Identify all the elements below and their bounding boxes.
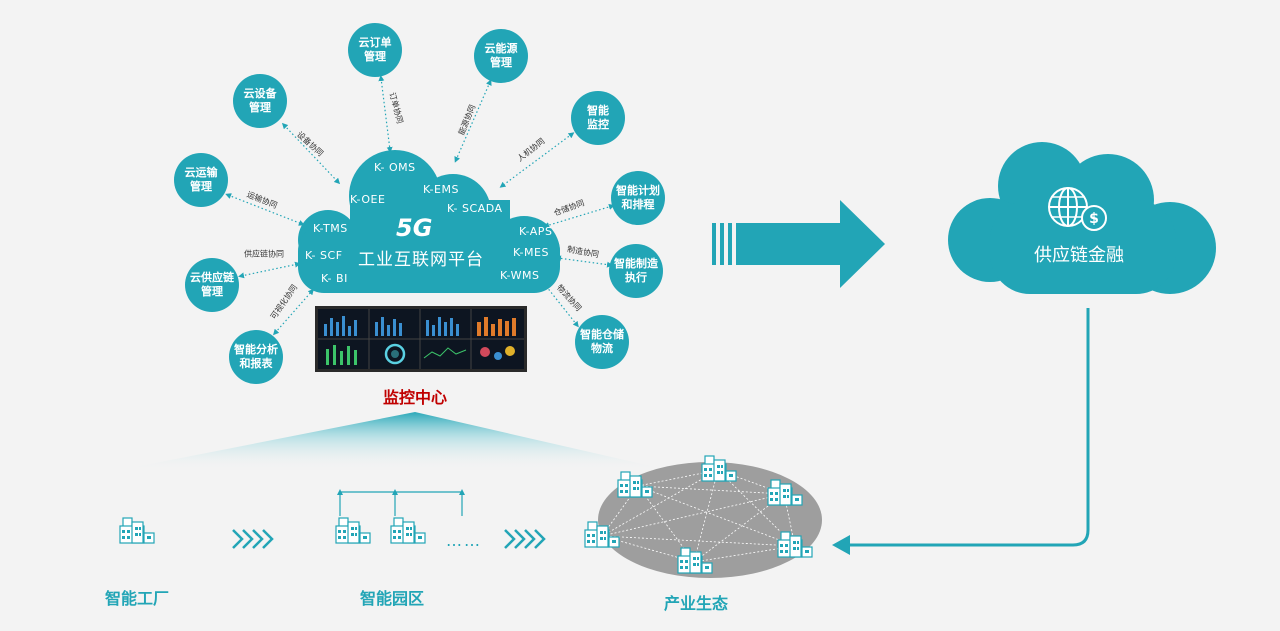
service-node-label: 云设备 管理 — [243, 87, 277, 114]
platform-module: K- BI — [321, 272, 348, 285]
return-arrow-head — [832, 535, 850, 555]
collaboration-edge — [378, 75, 393, 153]
collaboration-edge — [273, 288, 314, 336]
service-node: 智能计划 和排程 — [611, 171, 665, 225]
service-node-label: 智能制造 执行 — [614, 257, 658, 284]
park-building-1-icon — [335, 517, 371, 544]
park-building-2-icon — [390, 517, 426, 544]
5g-badge: 5G — [396, 214, 433, 242]
collaboration-edge — [544, 283, 579, 328]
chevrons-right — [504, 529, 546, 549]
service-node: 云能源 管理 — [474, 29, 528, 83]
platform-module: K- SCADA — [447, 202, 503, 215]
globe-dollar-icon: $ — [1048, 187, 1107, 231]
service-node-label: 云供应链 管理 — [190, 271, 234, 298]
big-right-arrow — [712, 200, 885, 288]
service-node: 智能分析 和报表 — [229, 330, 283, 384]
ellipsis: …… — [446, 531, 482, 550]
collaboration-edge — [281, 122, 341, 185]
platform-module: K-WMS — [500, 269, 540, 282]
collaboration-edges — [225, 75, 615, 336]
service-node-label: 云运输 管理 — [184, 166, 218, 193]
collaboration-edge — [225, 193, 305, 226]
platform-module: K-EMS — [423, 183, 459, 196]
ecosystem-connection — [692, 493, 786, 563]
service-node-label: 智能计划 和排程 — [616, 184, 660, 211]
smart-park-label: 智能园区 — [360, 589, 425, 608]
ecosystem-connection — [600, 534, 797, 548]
chevrons-left — [232, 529, 274, 549]
service-node: 智能仓储 物流 — [575, 315, 629, 369]
projection-beam — [120, 412, 668, 470]
platform-module: K- SCF — [305, 249, 343, 262]
service-node-label: 智能 监控 — [587, 104, 609, 131]
svg-text:$: $ — [1089, 211, 1099, 227]
platform-title: 工业互联网平台 — [358, 250, 484, 270]
industry-ecosystem-label: 产业生态 — [664, 594, 729, 613]
monitor-screen — [315, 306, 527, 372]
service-node-label: 智能分析 和报表 — [234, 343, 278, 370]
service-node: 智能制造 执行 — [609, 244, 663, 298]
edge-label: 供应链协同 — [244, 249, 284, 259]
platform-module: K- OMS — [374, 161, 416, 174]
platform-cloud — [298, 150, 560, 293]
service-node-label: 智能仓储 物流 — [580, 328, 624, 355]
service-node: 云运输 管理 — [174, 153, 228, 207]
collaboration-edge — [238, 261, 301, 279]
park-bracket — [337, 489, 465, 516]
collaboration-edge — [543, 203, 615, 229]
service-node: 智能 监控 — [571, 91, 625, 145]
service-node: 云设备 管理 — [233, 74, 287, 128]
platform-module: K-APS — [519, 225, 553, 238]
service-node-label: 云能源 管理 — [484, 42, 518, 69]
supply-chain-finance-label: 供应链金融 — [1034, 245, 1124, 266]
service-node: 云供应链 管理 — [185, 258, 239, 312]
monitor-center-label: 监控中心 — [383, 388, 448, 407]
platform-module: K-TMS — [313, 222, 348, 235]
collaboration-edge — [555, 255, 613, 268]
platform-module: K-MES — [513, 246, 549, 259]
return-arrow-line — [850, 308, 1090, 547]
service-node: 云订单 管理 — [348, 23, 402, 77]
service-node-label: 云订单 管理 — [358, 36, 392, 63]
collaboration-edge — [499, 132, 575, 188]
smart-factory-label: 智能工厂 — [105, 589, 170, 608]
factory-icon — [119, 517, 155, 544]
platform-module: K-OEE — [350, 193, 386, 206]
